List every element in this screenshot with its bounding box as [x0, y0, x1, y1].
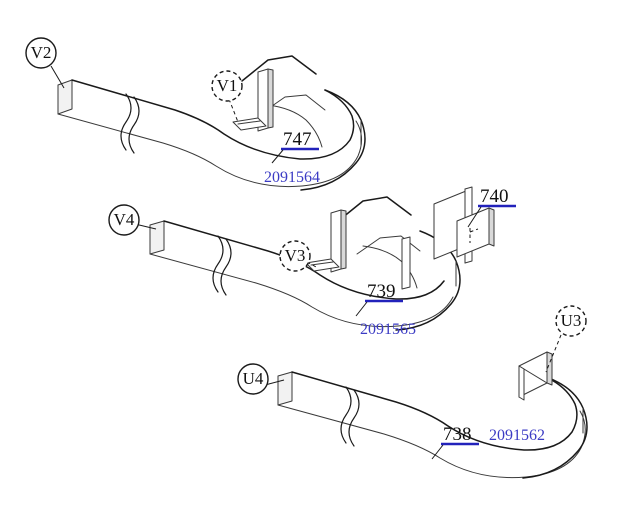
part-740-front-plate-edge: [488, 207, 495, 247]
break-mark-739-b: [220, 238, 232, 296]
balloon-v1[interactable]: [211, 70, 243, 102]
bracket-739-inner-outline: [356, 235, 421, 255]
strip-739-inner-fold: [362, 245, 418, 289]
balloon-v3-label: V3: [285, 246, 306, 265]
bracket-739-foot-crease: [310, 261, 334, 266]
part-number-739: 739: [367, 281, 396, 302]
assembly-747: V2 V1 747 2091564: [25, 37, 366, 191]
leader-739: [355, 301, 368, 317]
leader-u4: [264, 379, 285, 386]
reference-number-2091565: 2091565: [360, 321, 416, 338]
bracket-747-plate-edge: [267, 68, 274, 129]
assembly-739: V4 V3 739 2091565: [108, 196, 461, 338]
break-mark-747-b: [128, 96, 140, 154]
part-number-738: 738: [443, 424, 472, 445]
assembly-738: U4 U3 738 2091562: [237, 305, 588, 479]
strip-739-end-cap: [149, 220, 165, 255]
strip-747-end-cap: [57, 79, 73, 115]
break-mark-738-a: [340, 386, 352, 444]
balloon-u4-label: U4: [243, 369, 264, 388]
balloon-u4[interactable]: [237, 363, 269, 395]
balloon-v3[interactable]: [279, 240, 311, 272]
strip-738-top-edge: [291, 371, 578, 451]
tab-738-triangle-edge: [546, 351, 553, 386]
balloon-u3[interactable]: [555, 305, 587, 337]
reference-number-2091564: 2091564: [264, 169, 320, 186]
balloon-v2-label: V2: [31, 43, 52, 62]
assembly-740: 740: [433, 186, 516, 264]
strip-739-bottom-edge: [149, 253, 454, 328]
leader-v2: [50, 65, 65, 89]
reference-number-2091562: 2091562: [489, 427, 545, 444]
break-mark-738-b: [348, 389, 360, 447]
bracket-747-outline: [241, 55, 317, 82]
strip-747-inner-fold: [267, 104, 323, 148]
balloon-v4[interactable]: [108, 204, 140, 236]
leader-v1: [228, 98, 239, 123]
bracket-739-plate-edge: [340, 209, 347, 270]
bracket-739-right-plate: [401, 236, 411, 290]
leader-u3: [545, 334, 562, 373]
leader-738: [431, 444, 444, 460]
strip-738-end-cap: [277, 371, 293, 406]
bracket-739-outline: [336, 196, 412, 223]
bracket-747-foot-crease: [237, 120, 261, 125]
leader-740: [467, 206, 482, 228]
balloon-v1-label: V1: [217, 76, 238, 95]
strip-747-top-edge: [71, 79, 355, 160]
strip-738-outer-arc: [522, 376, 588, 479]
part-number-740: 740: [480, 186, 509, 207]
part-number-747: 747: [283, 129, 312, 150]
strip-747-outer-arc: [300, 89, 366, 191]
part-740-hidden-slot-tick: [469, 228, 479, 233]
leader-747: [271, 149, 284, 164]
balloon-v2[interactable]: [25, 37, 57, 69]
balloon-v4-label: V4: [114, 210, 135, 229]
strip-747-bottom-edge: [57, 113, 362, 188]
balloon-u3-label: U3: [561, 311, 582, 330]
break-mark-739-a: [212, 235, 224, 293]
break-mark-747-a: [120, 93, 132, 151]
tab-738-side: [518, 365, 525, 401]
